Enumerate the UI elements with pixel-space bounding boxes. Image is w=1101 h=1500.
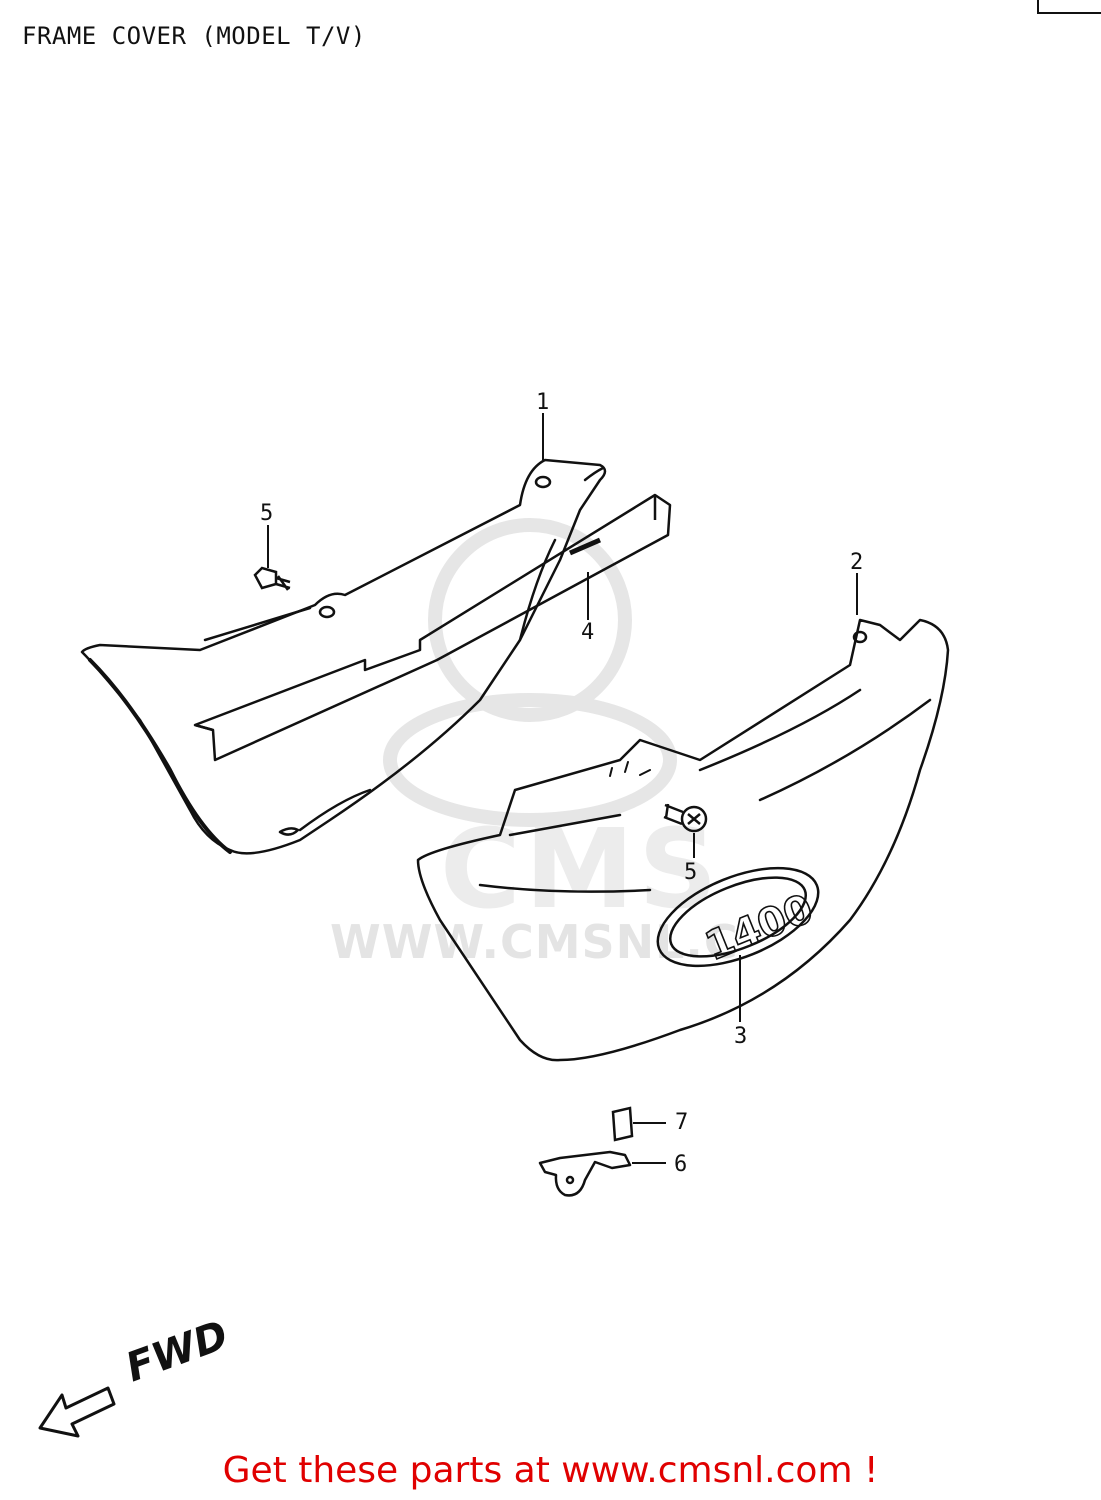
callout-5-left: 5 (260, 501, 274, 526)
part-7-pad (611, 1106, 634, 1142)
callout-6: 6 (674, 1152, 688, 1177)
corner-frame-box (1037, 0, 1101, 14)
callout-2: 2 (850, 550, 864, 575)
part-4-cushion-strip (193, 493, 672, 762)
emblem-text: 1400 (699, 886, 819, 970)
diagram-title: FRAME COVER (MODEL T/V) (22, 22, 366, 50)
part-6-bracket (538, 1150, 632, 1197)
part-1-left-frame-cover (80, 458, 607, 855)
leader-lines (267, 413, 858, 1164)
part-2-right-frame-cover (416, 618, 950, 1062)
watermark-mascot (383, 518, 677, 827)
callout-3: 3 (734, 1024, 748, 1049)
part-3-emblem (656, 866, 820, 968)
watermark-brand: CMS (440, 805, 722, 933)
footer-promo-link[interactable]: Get these parts at www.cmsnl.com ! (222, 1450, 879, 1491)
callout-4: 4 (581, 620, 595, 645)
callout-5-right: 5 (684, 860, 698, 885)
part-5-screw-left (253, 566, 291, 591)
part-5-screw-right (663, 803, 708, 833)
callout-1: 1 (536, 390, 550, 415)
callout-7: 7 (675, 1110, 689, 1135)
forward-arrow-icon (38, 1386, 116, 1438)
